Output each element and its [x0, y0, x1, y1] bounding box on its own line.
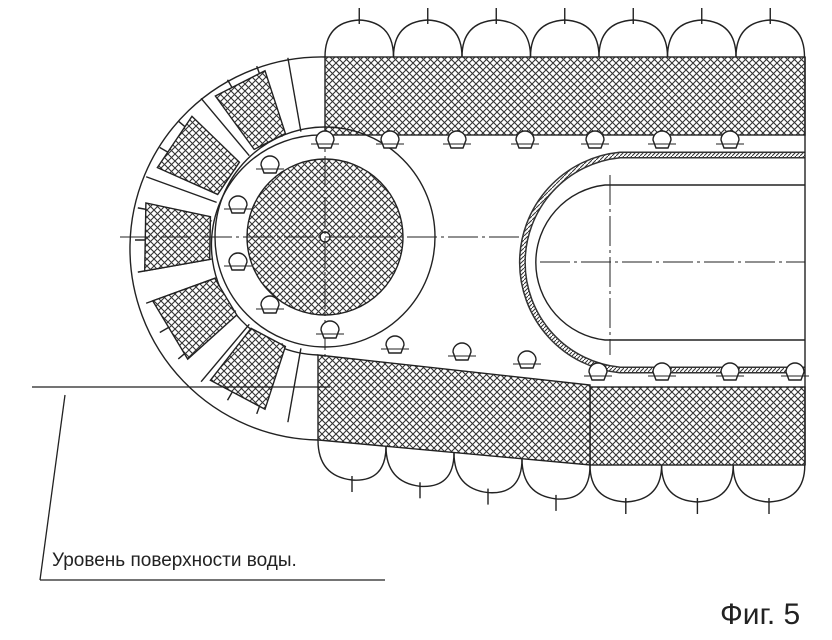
hinge-connector	[321, 321, 339, 338]
hatched-block-curved	[210, 328, 285, 409]
float-top	[394, 20, 463, 57]
float-top	[531, 20, 600, 57]
hatched-band-bottom	[590, 387, 805, 465]
figure-caption: Фиг. 5	[720, 598, 800, 632]
hinge-connector	[261, 296, 279, 313]
hatched-band-top	[325, 57, 805, 135]
float-bottom	[590, 465, 662, 502]
hinge-connector	[261, 156, 279, 173]
hinge-connector	[721, 363, 739, 380]
hinge-connector	[448, 131, 466, 148]
hinge-connector	[653, 363, 671, 380]
hatched-band-slanted	[318, 355, 590, 465]
float-bottom	[386, 446, 454, 486]
float-bottom	[733, 465, 805, 502]
float-top	[736, 20, 805, 57]
hinge-connector	[518, 351, 536, 368]
hinge-connector	[453, 343, 471, 360]
hinge-connector	[786, 363, 804, 380]
float-top	[325, 20, 394, 57]
float-bottom	[522, 459, 590, 499]
hinge-connector	[229, 253, 247, 270]
float-bottom	[662, 465, 734, 502]
hinge-connector	[516, 131, 534, 148]
float-bottom	[318, 440, 386, 480]
hinge-connector	[586, 131, 604, 148]
hinge-connector	[316, 131, 334, 148]
radial-divider	[288, 348, 301, 422]
hinge-connector	[386, 336, 404, 353]
float-top	[668, 20, 737, 57]
radial-divider	[288, 58, 301, 132]
hatched-block-curved	[153, 278, 237, 359]
hinge-connector	[589, 363, 607, 380]
hinge-connector	[381, 131, 399, 148]
hinge-connector	[653, 131, 671, 148]
hinge-connector	[721, 131, 739, 148]
water-level-label: Уровень поверхности воды.	[52, 550, 297, 572]
hinge-connector	[229, 196, 247, 213]
float-top	[462, 20, 531, 57]
float-bottom	[454, 453, 522, 493]
float-top	[599, 20, 668, 57]
hatched-block-curved	[157, 116, 239, 194]
